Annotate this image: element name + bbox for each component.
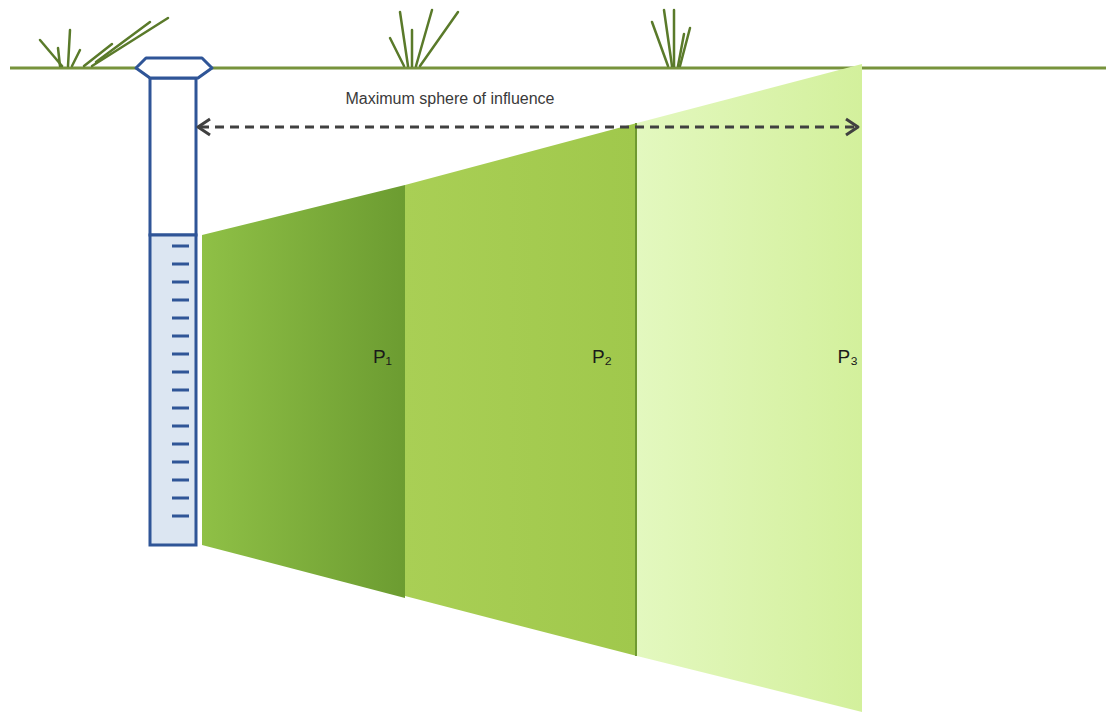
zone-shape [202,185,405,598]
zone-shape [637,64,862,712]
dimension-label: Maximum sphere of influence [346,90,555,108]
influence-zone: P₂ [405,123,637,656]
zone-shape [405,123,637,656]
influence-zone: P₁ [202,185,405,598]
influence-zone: P₃ [637,64,862,712]
zone-label: P₃ [838,346,858,368]
label-box: Maximum sphere of influence [346,90,555,108]
zone-label: P₁ [373,346,392,368]
zone-label: P₂ [592,346,612,368]
